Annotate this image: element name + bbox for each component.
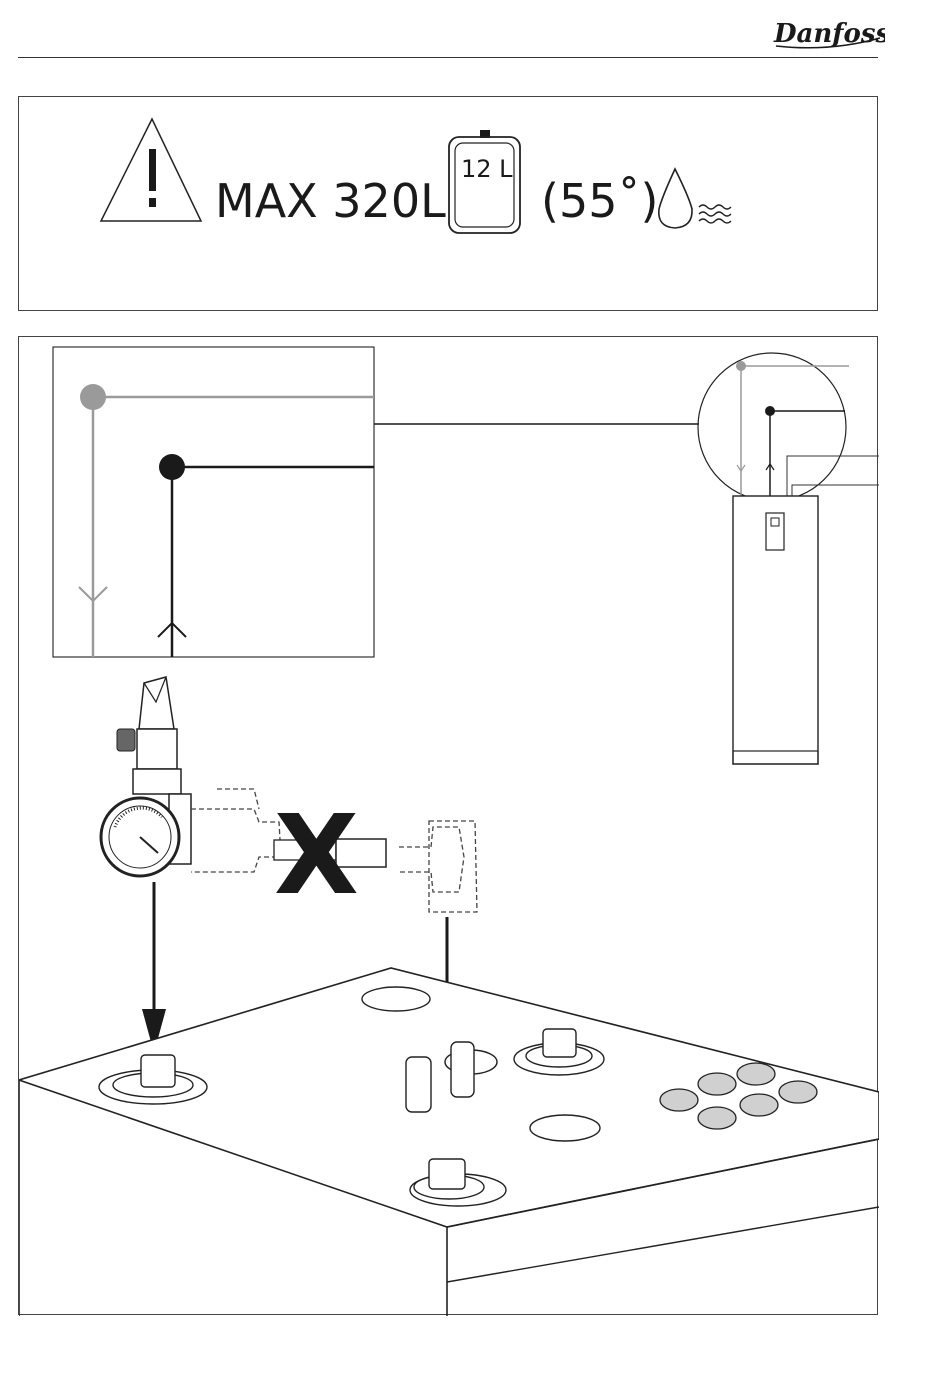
max-volume-label: MAX 320L — [215, 174, 446, 228]
return-connection-marker — [159, 454, 185, 480]
hot-water-icon — [659, 169, 731, 228]
temperature-label: (55˚) — [541, 174, 658, 228]
capacity-notice-panel: MAX 320L 12 L (55˚) — [18, 96, 878, 311]
heat-pump-unit — [698, 353, 879, 764]
expansion-vessel-icon: 12 L — [449, 130, 520, 233]
supply-connection-marker — [80, 384, 106, 410]
mount-arrow-left — [142, 882, 166, 1053]
header-rule — [18, 57, 878, 58]
warning-icon — [101, 119, 201, 221]
danfoss-logo: Danfoss — [770, 8, 885, 56]
installation-diagram-panel: X — [18, 336, 878, 1315]
incorrect-mount-mark: X — [274, 791, 359, 919]
pipe-connection-detail — [53, 347, 699, 657]
logo-text: Danfoss — [773, 19, 885, 49]
safety-valve-assembly: X — [101, 677, 477, 919]
vessel-volume-label: 12 L — [461, 155, 513, 183]
